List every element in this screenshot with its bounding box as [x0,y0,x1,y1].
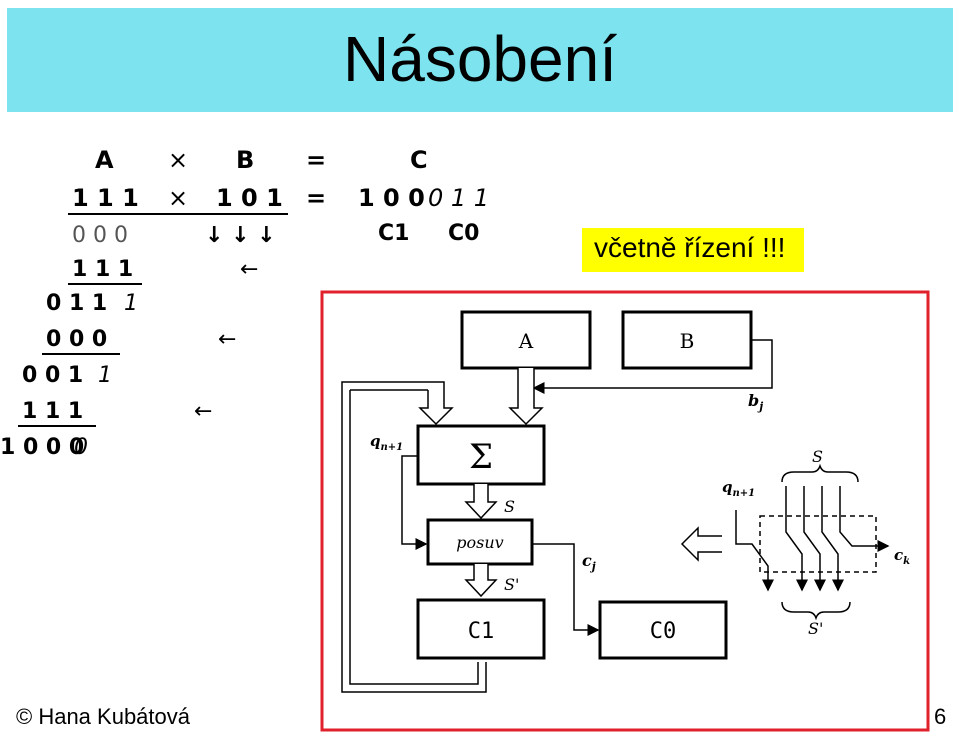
s-prime-label-right: S' [808,619,823,638]
arrow-posuv-to-c1 [464,564,498,598]
register-c0-label: C0 [650,619,677,644]
block-diagram: A B bj Σ qn+1 S posuv S' cj C1 C0 qn+1 S… [320,290,930,732]
cj-line [532,543,600,636]
row-p2-italic: 1 [124,291,138,316]
row1-a: 1 1 1 [72,184,139,212]
arrow-left-2: ← [218,327,236,352]
s-label: S [504,497,515,516]
bj-label: bj [748,391,763,413]
qn1-line-left [401,455,428,550]
arrow-feedback-to-sum [341,381,487,693]
register-c0-block [598,600,728,660]
bit-line-4 [839,486,890,552]
shift-detail-box [759,515,877,573]
row-p3: 0 0 0 [46,327,107,352]
title-bar: Násobení [7,8,953,112]
shift-block [426,518,534,566]
register-a-label: A [518,329,534,353]
arrow-sum-to-posuv [464,484,498,520]
arrow-left-1: ← [240,257,258,282]
adder-sigma: Σ [469,437,493,477]
ck-label: ck [894,546,910,567]
header-c: C [410,146,428,174]
row1-result-italic: 0 1 1 [428,184,489,212]
label-c1: C1 [378,221,409,246]
register-c1-label: C1 [468,619,495,644]
arrow-a-to-sum [508,368,544,426]
page-number: 6 [934,704,947,729]
cj-label: cj [582,551,596,573]
bit-line-3 [821,486,844,592]
header-a: A [95,146,114,174]
register-b-block [621,310,753,370]
register-b-label: B [680,329,695,353]
row-p4-bold: 0 0 1 [22,363,83,388]
footer-author: © Hana Kubátová [16,704,190,729]
multiplication-example: A × B = C 1 1 1 × 1 0 1 = 1 0 0 0 1 1 0 … [0,146,489,460]
row-zeros: 0 0 0 [72,223,128,248]
control-badge: včetně řízení !!! [582,228,804,272]
qn1-label-left: qn+1 [370,432,403,453]
label-c0: C0 [448,221,479,246]
bit-line-1 [785,486,808,592]
row1-op: × [168,184,188,212]
s-prime-brace-bottom [781,601,851,621]
row-p6-italic: 0 [74,435,88,460]
hollow-left-arrow [680,526,722,562]
qn1-label-right: qn+1 [722,478,755,499]
arrow-left-3: ← [194,399,212,424]
s-brace-top [781,463,859,483]
row1-b: 1 0 1 [216,184,283,212]
arrows-down: ↓ ↓ ↓ [205,223,276,248]
row-p1: 1 1 1 [72,257,133,282]
arrow-feedback-inner [349,390,479,685]
register-c1-block [416,598,546,660]
bj-line [532,339,773,394]
header-b: B [236,146,254,174]
row1-eq: = [306,184,326,212]
row-p5: 1 1 1 [22,399,83,424]
header-eq: = [306,146,326,174]
header-times: × [168,146,188,174]
qn1-right-line [735,510,774,592]
badge-text: včetně řízení !!! [594,232,786,263]
page-title: Násobení [343,23,617,95]
s-prime-label: S' [504,575,519,594]
row-p4-italic: 1 [98,363,112,388]
s-label-right: S [812,447,823,466]
row-p2-bold: 0 1 1 [46,291,107,316]
shift-label: posuv [456,533,503,552]
register-a-block [460,310,592,370]
bit-line-2 [803,486,826,592]
row-p6-bold: 1 0 0 0 [0,435,84,460]
row1-result-bold: 1 0 0 [358,184,425,212]
